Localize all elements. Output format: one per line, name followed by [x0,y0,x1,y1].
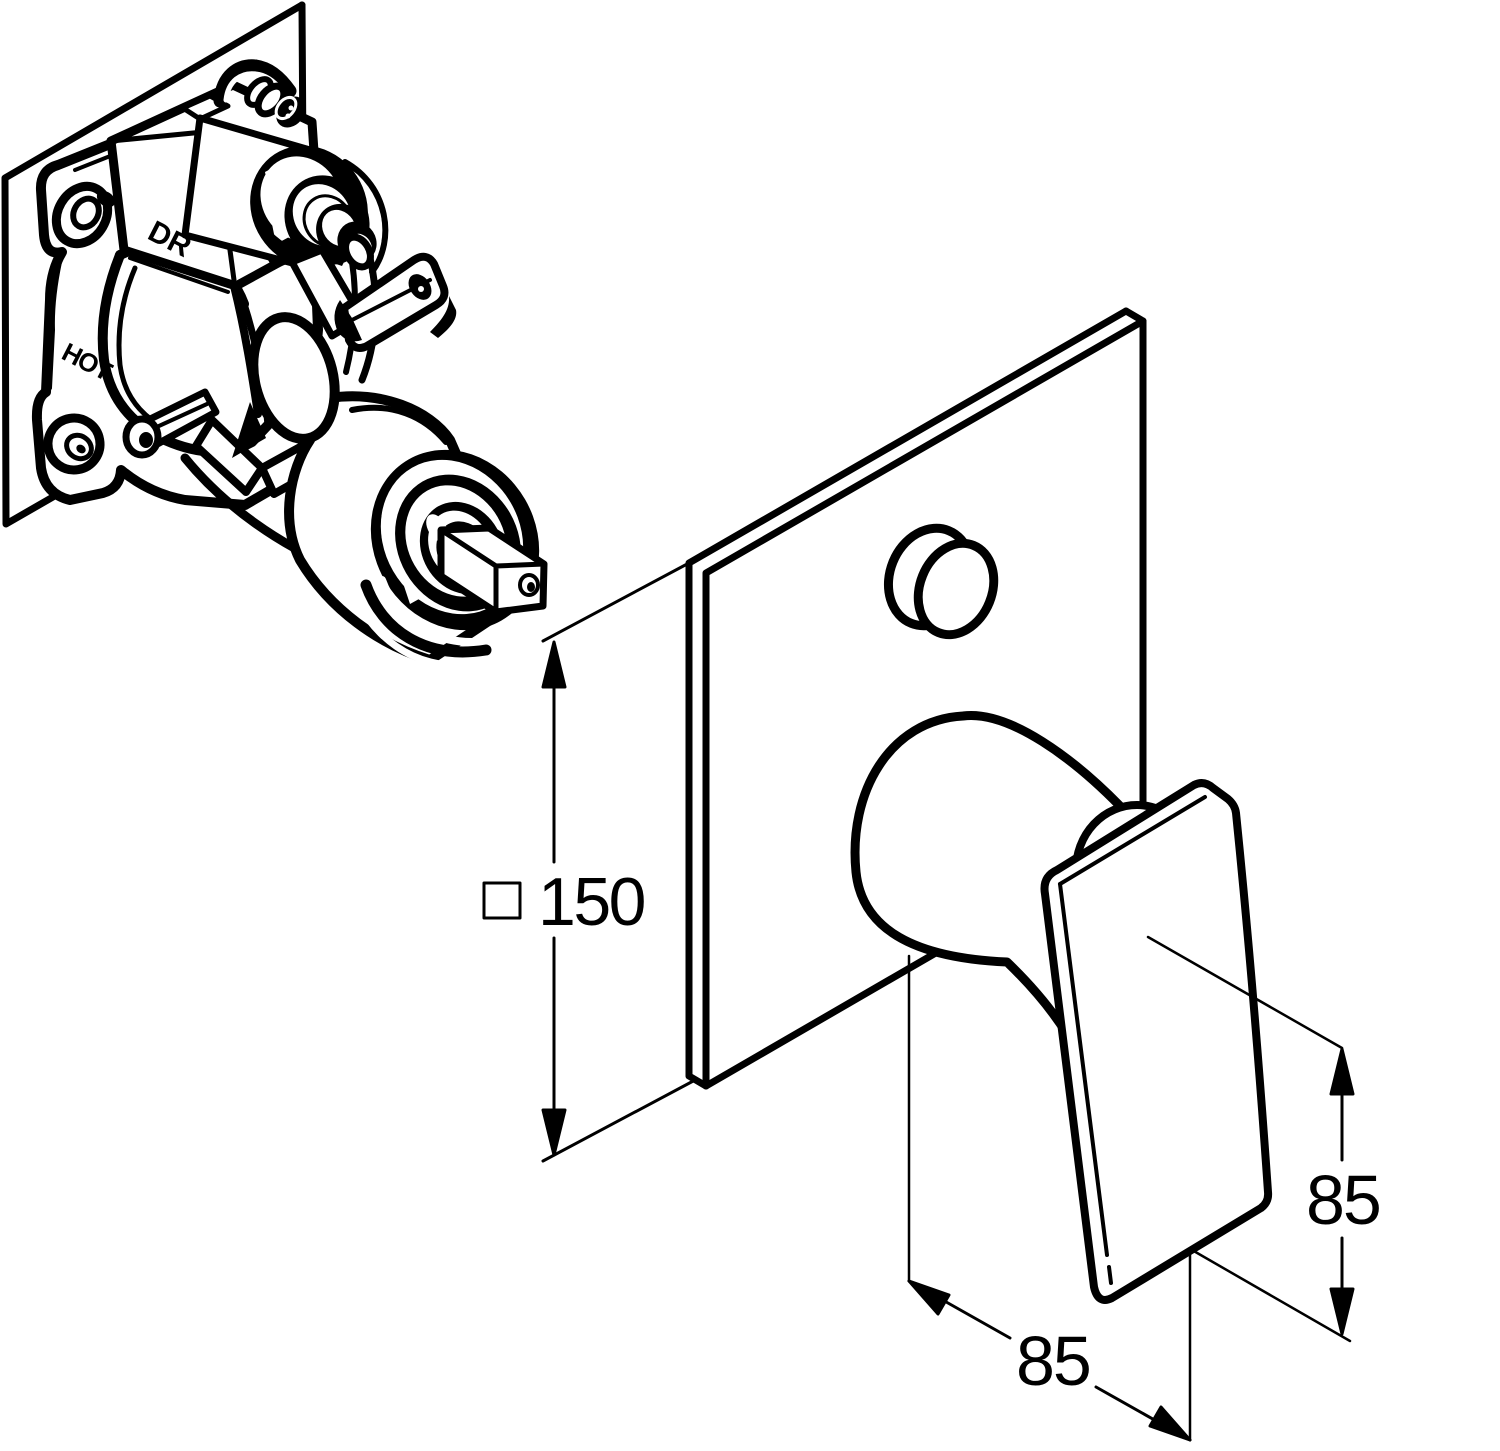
svg-text:85: 85 [1016,1322,1090,1400]
svg-text:85: 85 [1306,1161,1380,1239]
svg-text:150: 150 [538,864,645,940]
